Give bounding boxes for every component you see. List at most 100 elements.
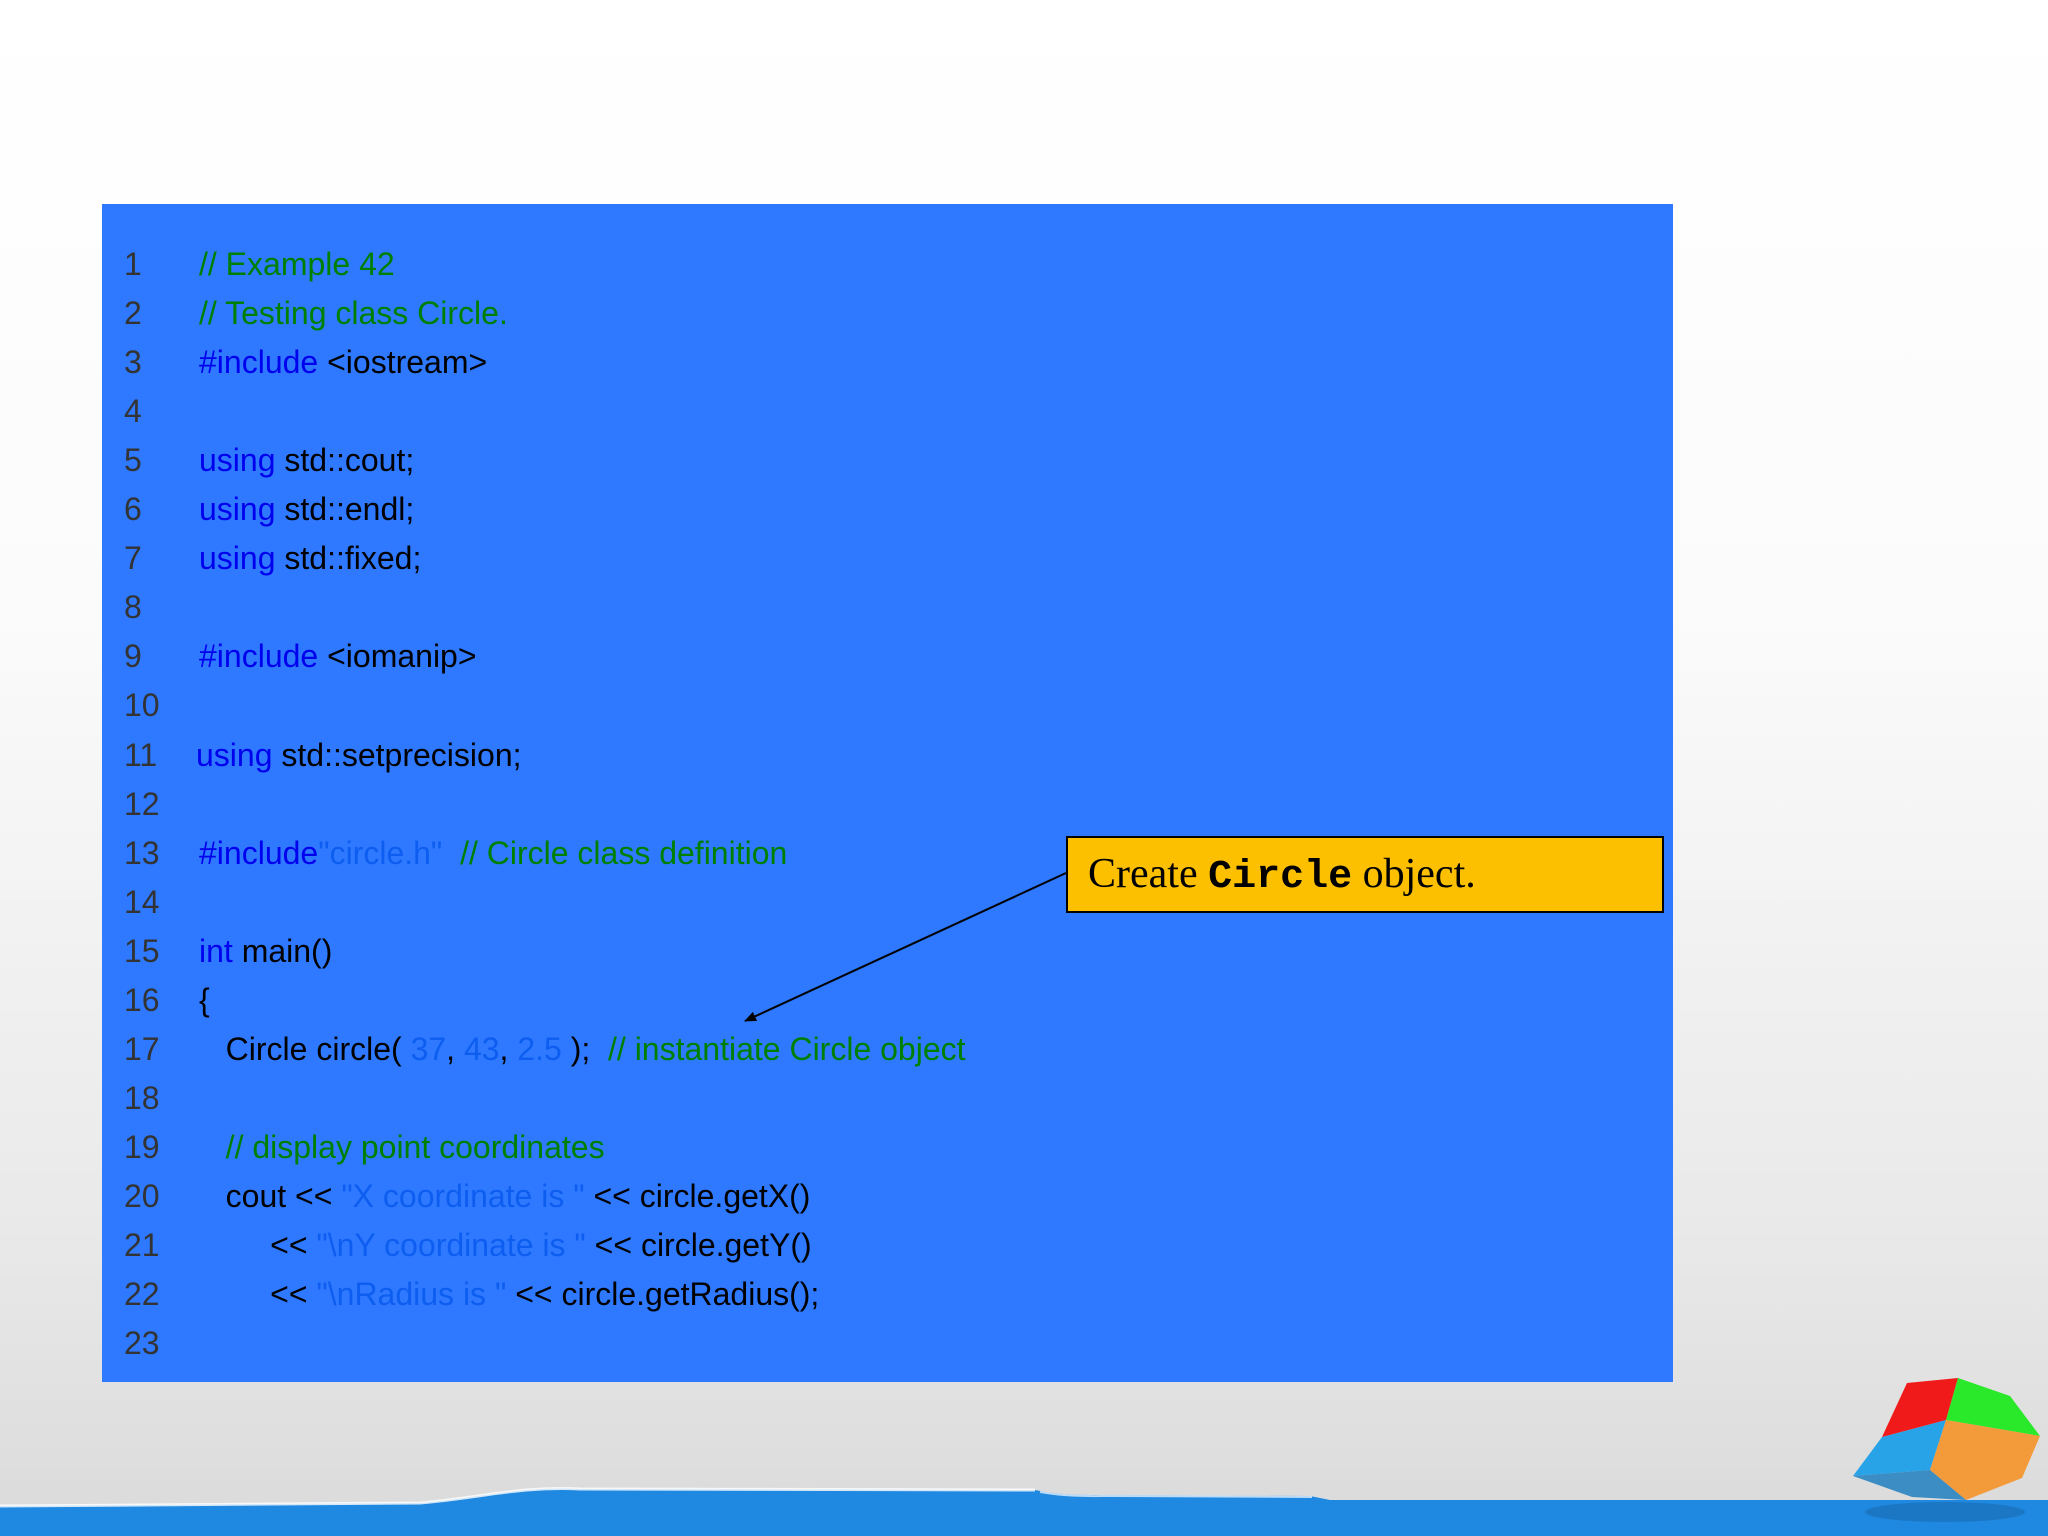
line-number: 10 bbox=[124, 687, 160, 724]
code-line: 4 bbox=[102, 387, 1673, 436]
code-token: // Circle class definition bbox=[442, 834, 788, 871]
code-line: 14 bbox=[102, 878, 1673, 927]
line-number: 2 bbox=[124, 295, 142, 332]
callout-text-before: Create bbox=[1088, 851, 1209, 897]
code-line: 7 using std::fixed; bbox=[102, 534, 1673, 583]
code-line: 12 bbox=[102, 780, 1673, 829]
line-number: 19 bbox=[124, 1128, 160, 1165]
line-number: 17 bbox=[124, 1030, 160, 1067]
code-line: 10 bbox=[102, 681, 1673, 730]
code-token: 2.5 bbox=[517, 1030, 562, 1067]
code-text: cout << "X coordinate is " << circle.get… bbox=[199, 1172, 811, 1221]
code-text: using std::fixed; bbox=[199, 534, 421, 583]
code-line: 5 using std::cout; bbox=[102, 436, 1673, 485]
code-token: << bbox=[199, 1276, 317, 1313]
code-line: 17 Circle circle( 37, 43, 2.5 ); // inst… bbox=[102, 1025, 1673, 1074]
callout-text-after: object. bbox=[1352, 851, 1476, 897]
code-token: #include bbox=[199, 834, 319, 871]
code-line: 11 using std::setprecision; bbox=[102, 731, 1673, 780]
code-token: "circle.h" bbox=[318, 834, 443, 871]
code-line: 9 #include <iomanip> bbox=[102, 632, 1673, 681]
code-token: <iomanip> bbox=[318, 638, 477, 675]
line-number: 21 bbox=[124, 1227, 160, 1263]
line-number: 11 bbox=[124, 736, 158, 773]
line-number: 6 bbox=[124, 491, 142, 528]
code-text: { bbox=[199, 976, 210, 1025]
code-token: { bbox=[199, 981, 210, 1018]
line-number: 1 bbox=[124, 246, 142, 282]
code-token: cout << bbox=[199, 1177, 342, 1214]
code-line: 20 cout << "X coordinate is " << circle.… bbox=[102, 1172, 1673, 1221]
code-text: #include <iostream> bbox=[199, 338, 487, 387]
code-text: // Testing class Circle. bbox=[199, 289, 508, 338]
code-token: Circle circle( bbox=[199, 1030, 411, 1067]
code-line: 16 { bbox=[102, 976, 1673, 1025]
code-text: // Example 42 bbox=[199, 240, 395, 289]
code-line: 2 // Testing class Circle. bbox=[102, 289, 1673, 338]
code-token: #include bbox=[199, 638, 319, 675]
line-number: 23 bbox=[124, 1325, 160, 1362]
code-text: // display point coordinates bbox=[199, 1123, 605, 1172]
code-text: #include <iomanip> bbox=[199, 632, 477, 681]
code-line: 13 #include"circle.h" // Circle class def… bbox=[102, 829, 1673, 878]
code-token: using bbox=[199, 540, 276, 577]
code-token: std::setprecision; bbox=[272, 736, 522, 773]
line-number: 15 bbox=[124, 932, 160, 969]
code-token: using bbox=[196, 736, 273, 773]
code-token: << circle.getRadius(); bbox=[506, 1276, 820, 1313]
code-text: using std::setprecision; bbox=[196, 731, 522, 780]
code-text: << "\nY coordinate is " << circle.getY() bbox=[199, 1221, 812, 1270]
line-number: 12 bbox=[124, 785, 160, 822]
line-number: 22 bbox=[124, 1276, 160, 1313]
line-number: 3 bbox=[124, 344, 142, 381]
code-token: using bbox=[199, 442, 276, 479]
code-token: int bbox=[199, 932, 233, 969]
line-number: 9 bbox=[124, 638, 142, 675]
code-token: std::fixed; bbox=[275, 540, 422, 577]
code-token: << circle.getY() bbox=[585, 1227, 812, 1263]
code-token: // Testing class Circle. bbox=[199, 295, 508, 332]
code-token: <iostream> bbox=[318, 344, 488, 381]
code-token: , bbox=[446, 1030, 464, 1067]
line-number: 20 bbox=[124, 1177, 160, 1214]
code-token: "\nY coordinate is " bbox=[316, 1227, 586, 1263]
line-number: 18 bbox=[124, 1079, 160, 1116]
code-token: 37 bbox=[410, 1030, 447, 1067]
code-token: #include bbox=[199, 344, 319, 381]
code-text: Circle circle( 37, 43, 2.5 ); // instant… bbox=[199, 1025, 966, 1074]
code-text: int main() bbox=[199, 927, 332, 976]
line-number: 16 bbox=[124, 981, 160, 1018]
code-line: 3 #include <iostream> bbox=[102, 338, 1673, 387]
code-line: 21 << "\nY coordinate is " << circle.get… bbox=[102, 1221, 1673, 1270]
code-token: // instantiate Circle object bbox=[608, 1030, 966, 1067]
code-line: 23 bbox=[102, 1319, 1673, 1368]
callout-code-word: Circle bbox=[1208, 855, 1353, 900]
code-text: << "\nRadius is " << circle.getRadius(); bbox=[199, 1270, 819, 1319]
code-token: std::endl; bbox=[275, 491, 415, 528]
code-line: 8 bbox=[102, 583, 1673, 632]
code-token: ); bbox=[561, 1030, 609, 1067]
code-line: 6 using std::endl; bbox=[102, 485, 1673, 534]
line-number: 13 bbox=[124, 834, 160, 871]
code-text: using std::cout; bbox=[199, 436, 414, 485]
line-number: 14 bbox=[124, 883, 160, 920]
code-line: 19 // display point coordinates bbox=[102, 1123, 1673, 1172]
code-text: #include"circle.h" // Circle class defin… bbox=[199, 829, 787, 878]
code-token: << bbox=[199, 1227, 317, 1263]
code-token: << circle.getX() bbox=[584, 1177, 811, 1214]
line-number: 7 bbox=[124, 540, 142, 577]
code-token: using bbox=[199, 491, 276, 528]
code-token: "X coordinate is " bbox=[341, 1177, 585, 1214]
code-line: 18 bbox=[102, 1074, 1673, 1123]
code-token: main() bbox=[232, 932, 333, 969]
code-token: // Example 42 bbox=[199, 246, 395, 282]
code-text: using std::endl; bbox=[199, 485, 414, 534]
code-listing-panel: 1 // Example 42 2 // Testing class Circle. 3… bbox=[102, 204, 1673, 1382]
code-token: , bbox=[499, 1030, 518, 1067]
line-number: 5 bbox=[124, 442, 142, 479]
code-token: "\nRadius is " bbox=[316, 1276, 507, 1313]
code-token: std::cout; bbox=[275, 442, 415, 479]
line-number: 8 bbox=[124, 589, 142, 626]
code-token: 43 bbox=[463, 1030, 500, 1067]
